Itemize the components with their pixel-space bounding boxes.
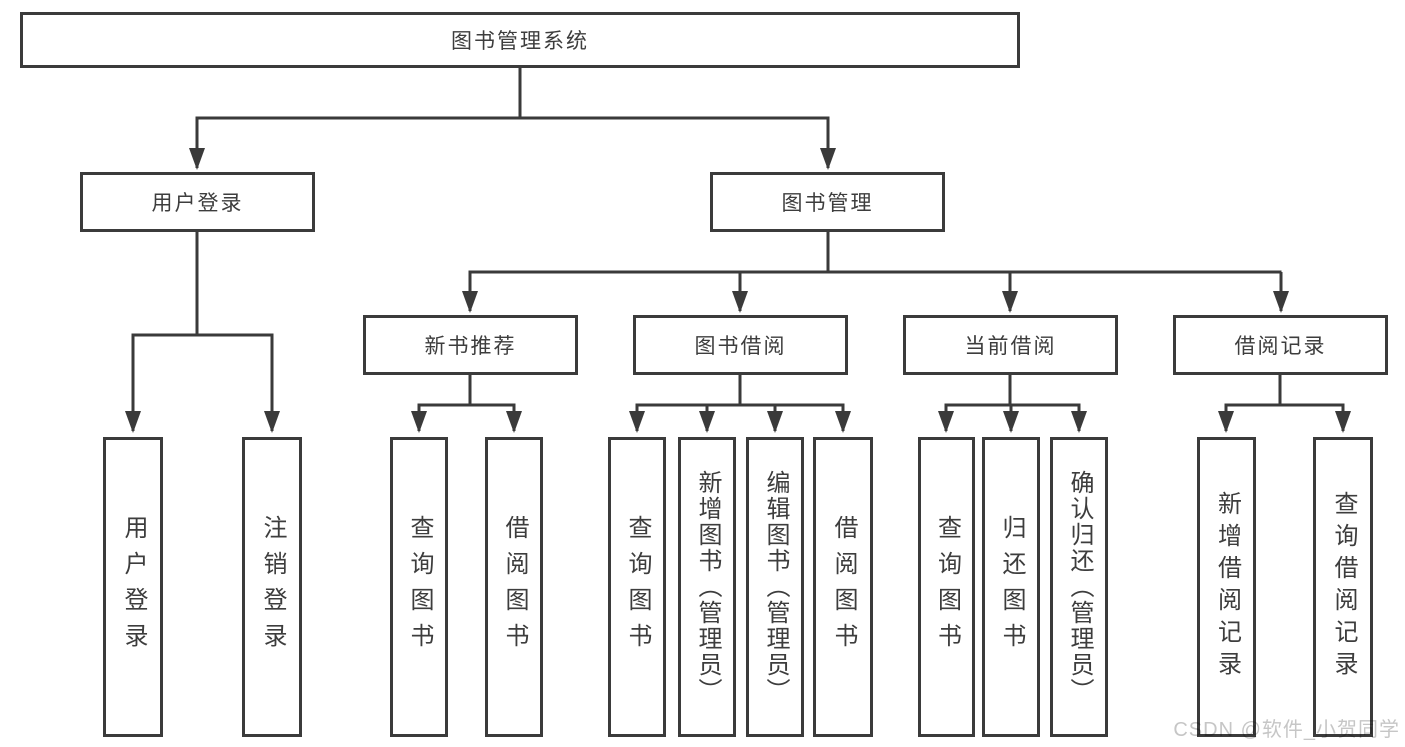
node-borrow-books-2: 借阅图书 bbox=[813, 437, 873, 737]
node-book-management: 图书管理 bbox=[710, 172, 945, 232]
node-label: 新增图书（管理员） bbox=[694, 470, 721, 704]
node-add-borrow-record: 新增借阅记录 bbox=[1197, 437, 1256, 737]
node-label: 新增借阅记录 bbox=[1213, 491, 1241, 683]
node-label: 图书管理 bbox=[781, 192, 874, 215]
node-label: 编辑图书（管理员） bbox=[762, 470, 789, 704]
node-label: 查询图书 bbox=[624, 515, 651, 659]
node-book-borrow: 图书借阅 bbox=[633, 315, 848, 375]
node-query-books-2: 查询图书 bbox=[608, 437, 666, 737]
node-label: 图书管理系统 bbox=[451, 30, 589, 53]
node-borrow-records: 借阅记录 bbox=[1173, 315, 1388, 375]
node-label: 借阅图书 bbox=[830, 515, 857, 659]
node-label: 借阅记录 bbox=[1234, 335, 1327, 358]
node-label: 确认归还（管理员） bbox=[1066, 470, 1093, 704]
node-query-borrow-record: 查询借阅记录 bbox=[1313, 437, 1373, 737]
node-label: 新书推荐 bbox=[424, 335, 517, 358]
node-label: 注销登录 bbox=[259, 515, 286, 659]
node-query-books-1: 查询图书 bbox=[390, 437, 448, 737]
node-return-book: 归还图书 bbox=[982, 437, 1040, 737]
node-current-borrow: 当前借阅 bbox=[903, 315, 1118, 375]
node-label: 当前借阅 bbox=[964, 335, 1057, 358]
node-label: 归还图书 bbox=[998, 515, 1025, 659]
connector-skeleton bbox=[131, 67, 1345, 407]
node-confirm-return-admin: 确认归还（管理员） bbox=[1050, 437, 1108, 737]
node-borrow-books-1: 借阅图书 bbox=[485, 437, 543, 737]
node-label: 借阅图书 bbox=[501, 515, 528, 659]
node-label: 用户登录 bbox=[151, 192, 244, 215]
node-label: 查询借阅记录 bbox=[1330, 491, 1357, 683]
node-label: 查询图书 bbox=[933, 515, 961, 659]
node-query-books-3: 查询图书 bbox=[918, 437, 975, 737]
node-label: 图书借阅 bbox=[694, 335, 787, 358]
node-edit-book-admin: 编辑图书（管理员） bbox=[746, 437, 804, 737]
node-user-login-leaf: 用户登录 bbox=[103, 437, 163, 737]
node-new-book-recommend: 新书推荐 bbox=[363, 315, 578, 375]
node-user-login: 用户登录 bbox=[80, 172, 315, 232]
node-library-management-system: 图书管理系统 bbox=[20, 12, 1020, 68]
node-add-book-admin: 新增图书（管理员） bbox=[678, 437, 736, 737]
node-logout-leaf: 注销登录 bbox=[242, 437, 302, 737]
node-label: 用户登录 bbox=[120, 515, 147, 659]
node-label: 查询图书 bbox=[406, 515, 433, 659]
csdn-watermark: CSDN @软件_小贺同学 bbox=[1173, 719, 1400, 741]
